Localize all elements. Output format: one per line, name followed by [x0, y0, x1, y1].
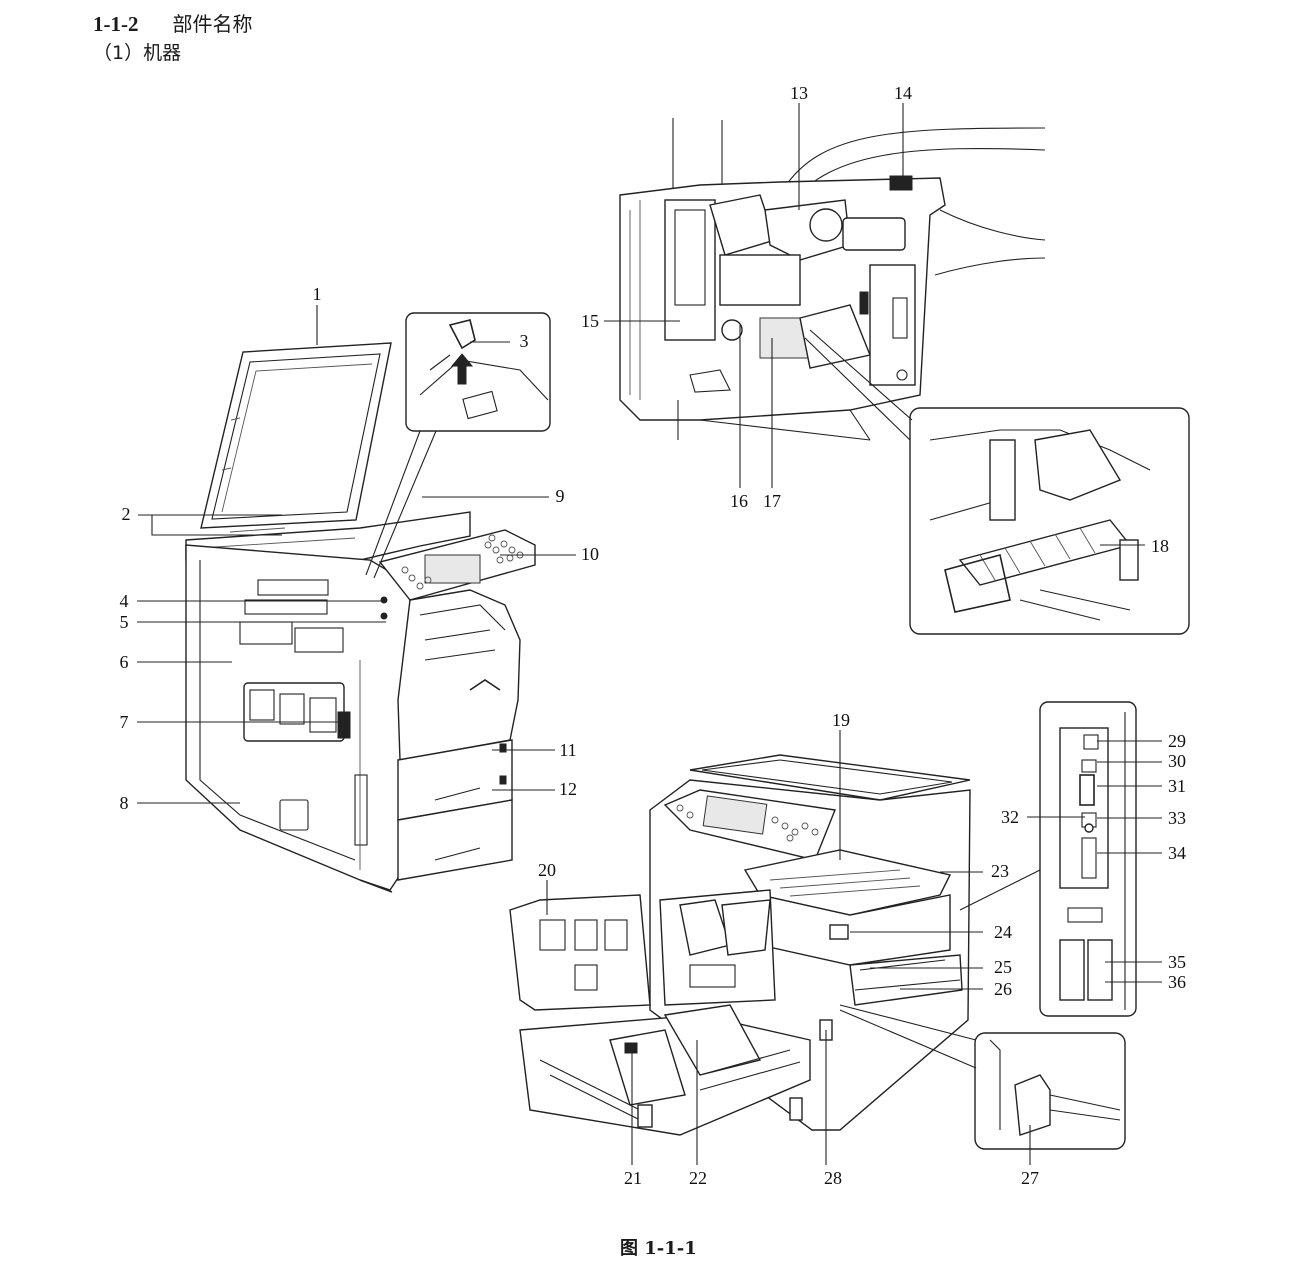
- machine-front-view: [185, 312, 551, 893]
- callout-12: 12: [559, 779, 577, 799]
- callout-3: 3: [520, 331, 529, 351]
- callout-21: 21: [624, 1168, 642, 1188]
- machine-open-view: [509, 701, 1137, 1150]
- callout-28: 28: [824, 1168, 842, 1188]
- callout-2: 2: [122, 504, 131, 524]
- callout-29: 29: [1168, 731, 1186, 751]
- subsection-title: （1）机器: [93, 42, 182, 64]
- callout-10: 10: [581, 544, 599, 564]
- callout-17: 17: [763, 491, 781, 511]
- callout-11: 11: [559, 740, 576, 760]
- callout-16: 16: [730, 491, 748, 511]
- callout-32: 32: [1001, 807, 1019, 827]
- callout-22: 22: [689, 1168, 707, 1188]
- callout-9: 9: [556, 486, 565, 506]
- callout-6: 6: [120, 652, 129, 672]
- callout-25: 25: [994, 957, 1012, 977]
- callout-20: 20: [538, 860, 556, 880]
- callout-leaders: [137, 103, 1162, 1165]
- figure-caption: 图 1-1-1: [620, 1238, 697, 1259]
- section-number: 1-1-2: [93, 12, 139, 36]
- callout-36: 36: [1168, 972, 1186, 992]
- callout-19: 19: [832, 710, 850, 730]
- callout-34: 34: [1168, 843, 1186, 863]
- section-heading: 1-1-2 部件名称: [93, 8, 253, 37]
- callout-35: 35: [1168, 952, 1186, 972]
- section-title: 部件名称: [172, 12, 253, 36]
- callout-numbers: 1 2 3 4 5 6 7 8 9 10 11 12 13 14 15 16 1…: [120, 83, 1187, 1188]
- callout-14: 14: [894, 83, 912, 103]
- machine-inner-view: [619, 118, 1190, 635]
- open-panel-keys: [676, 804, 819, 842]
- callout-33: 33: [1168, 808, 1186, 828]
- callout-26: 26: [994, 979, 1012, 999]
- inset-grid: [979, 527, 1096, 581]
- callout-31: 31: [1168, 776, 1186, 796]
- callout-18: 18: [1151, 536, 1169, 556]
- callout-4: 4: [120, 591, 129, 611]
- callout-27: 27: [1021, 1168, 1039, 1188]
- callout-5: 5: [120, 612, 129, 632]
- callout-15: 15: [581, 311, 599, 331]
- panel-keys: [401, 534, 524, 590]
- callout-24: 24: [994, 922, 1012, 942]
- callout-23: 23: [991, 861, 1009, 881]
- callout-7: 7: [120, 712, 129, 732]
- callout-1: 1: [313, 284, 322, 304]
- callout-30: 30: [1168, 751, 1186, 771]
- callout-8: 8: [120, 793, 129, 813]
- callout-13: 13: [790, 83, 808, 103]
